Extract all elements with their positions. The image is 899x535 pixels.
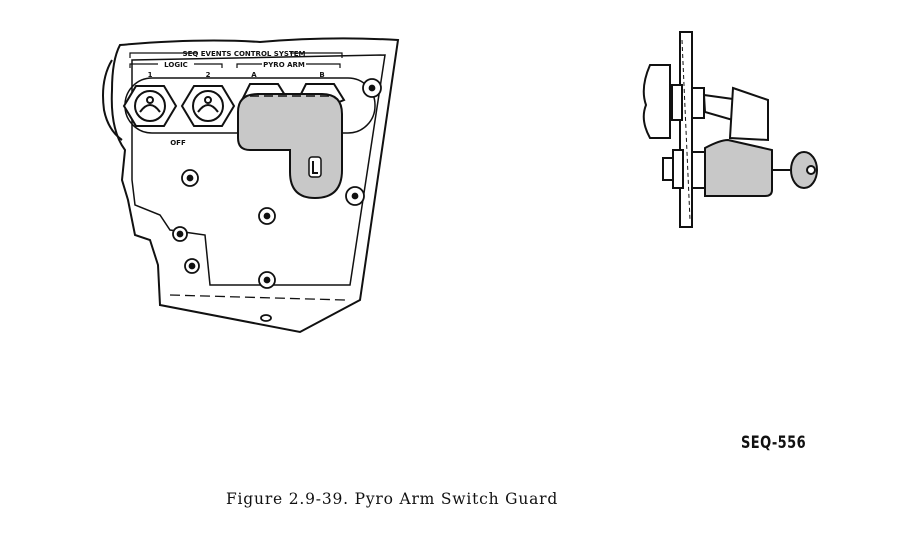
screw-icon [362,78,382,98]
screw-icon [184,258,200,274]
screw-icon [258,271,276,289]
figure-caption: Figure 2.9-39. Pyro Arm Switch Guard [226,490,559,508]
reference-id: SEQ-556 [741,433,807,453]
toggle-switch-logic-1 [122,85,178,127]
panel-screws [172,78,382,322]
screw-icon [181,169,199,187]
system-label: SEQ EVENTS CONTROL SYSTEM [183,50,306,58]
key-icon [790,151,818,189]
lock-icon [308,156,322,178]
switch-label-2: 2 [206,71,211,79]
switch-label-b: B [319,71,324,79]
switch-label-a: A [251,71,257,79]
panel-labels: SEQ EVENTS CONTROL SYSTEM LOGIC PYRO ARM… [129,50,343,147]
screw-icon [172,226,188,242]
toggle-switch-logic-2 [180,85,236,127]
pyro-arm-switch-guard [237,93,343,200]
switch-label-1: 1 [148,71,153,79]
screw-icon [258,207,276,225]
pyro-arm-label: PYRO ARM [263,61,305,69]
side-view-drawing [642,31,818,228]
off-label: OFF [170,139,186,147]
screw-icon [345,186,365,206]
logic-label: LOGIC [164,61,188,69]
panel-outline [110,37,400,334]
